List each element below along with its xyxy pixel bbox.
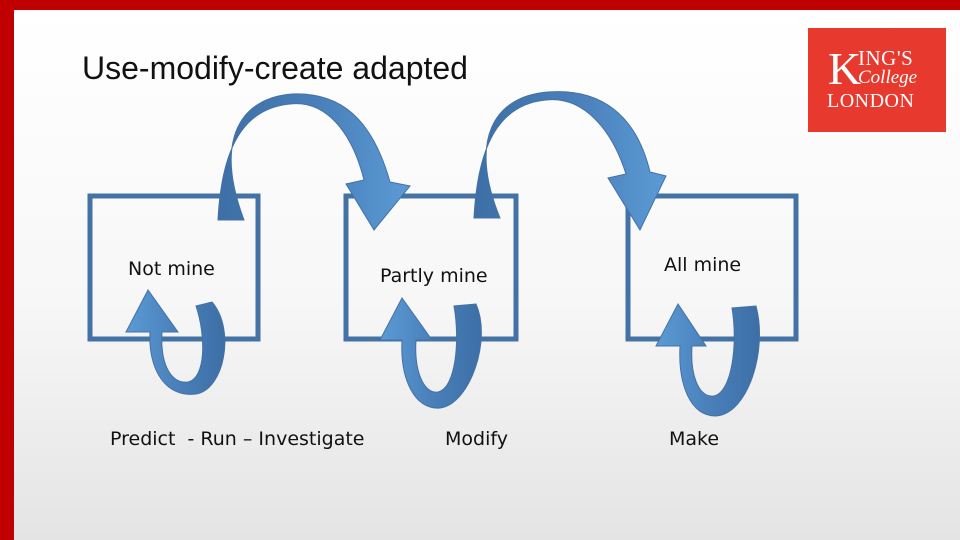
loop-arrow-3 (655, 303, 760, 417)
logo-initial: K (828, 43, 862, 94)
kings-college-london-logo: K ING'S College LONDON (808, 28, 946, 132)
box-label-all-mine: All mine (664, 254, 741, 276)
logo-line3: LONDON (827, 90, 915, 112)
arc-arrow-1 (217, 93, 411, 231)
logo-line1: ING'S (858, 46, 914, 70)
loop-arrow-2 (379, 297, 482, 409)
slide-title: Use-modify-create adapted (82, 50, 468, 86)
loop-arrow-1 (125, 289, 226, 395)
logo-line2: College (858, 67, 918, 88)
activity-label-predict-run-investigate: Predict - Run – Investigate (110, 428, 364, 450)
box-label-not-mine: Not mine (128, 258, 215, 280)
box-not-mine (87, 193, 261, 342)
box-all-mine (625, 193, 799, 342)
arc-arrow-2 (473, 91, 667, 232)
activity-label-modify: Modify (445, 428, 508, 450)
activity-label-make: Make (669, 428, 719, 450)
box-label-partly-mine: Partly mine (380, 265, 488, 287)
